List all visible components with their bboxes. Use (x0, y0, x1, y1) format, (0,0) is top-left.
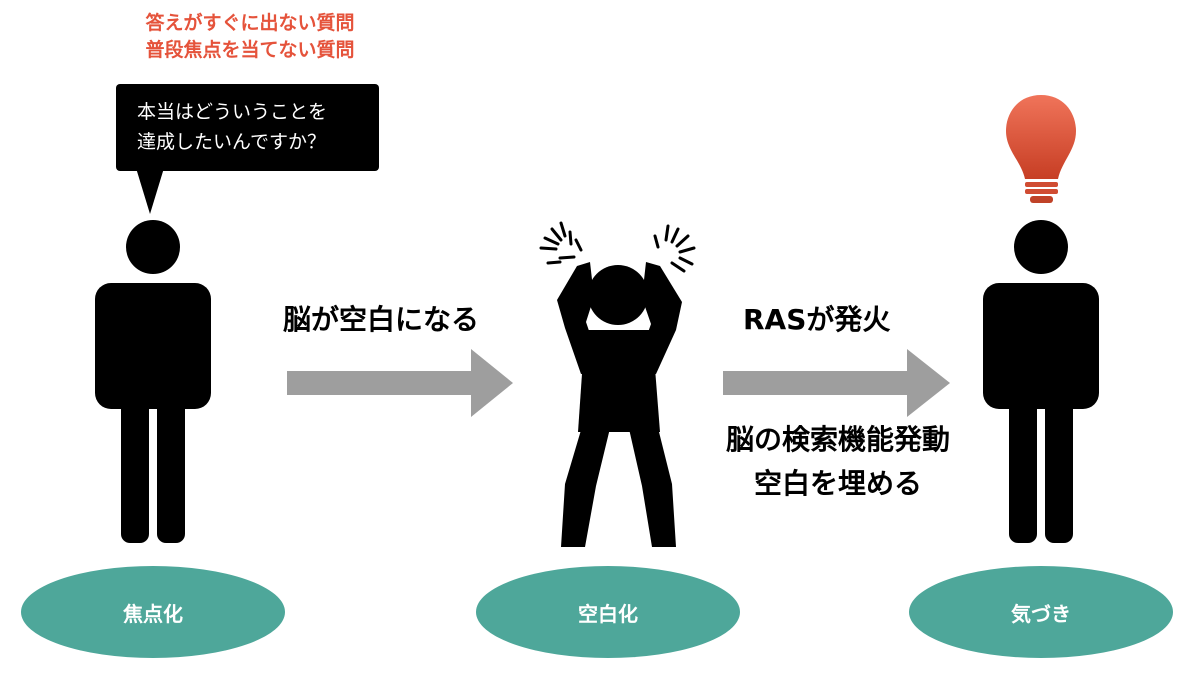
lightbulb-icon (1006, 95, 1076, 203)
transition-sublabel-line1: 脳の検索機能発動 (707, 418, 969, 462)
question-note-line2: 普段焦点を当てない質問 (110, 37, 390, 64)
person-icon (95, 220, 211, 543)
arrow-right-icon (723, 349, 950, 417)
transition-label-blank: 脳が空白になる (283, 298, 479, 342)
speech-bubble-tail (136, 168, 164, 214)
speech-bubble-line2: 達成したいんですか？ (137, 127, 379, 157)
transition-sublabel: 脳の検索機能発動 空白を埋める (707, 418, 969, 506)
transition-label-ras: RASが発火 (743, 298, 890, 342)
stage-focus: 焦点化 (21, 566, 285, 658)
stage-label: 焦点化 (123, 598, 183, 627)
stage-blank: 空白化 (476, 566, 740, 658)
person-icon (983, 220, 1099, 543)
transition-sublabel-line2: 空白を埋める (707, 462, 969, 506)
arrow-right-icon (287, 349, 513, 417)
question-note-line1: 答えがすぐに出ない質問 (110, 10, 390, 37)
stage-label: 気づき (1011, 598, 1071, 627)
speech-bubble: 本当はどういうことを 達成したいんですか？ (116, 84, 379, 171)
speech-bubble-line1: 本当はどういうことを (137, 97, 379, 127)
frustrated-person-icon (541, 223, 694, 547)
stage-label: 空白化 (578, 598, 638, 627)
stage-insight: 気づき (909, 566, 1173, 658)
question-type-note: 答えがすぐに出ない質問 普段焦点を当てない質問 (110, 10, 390, 64)
